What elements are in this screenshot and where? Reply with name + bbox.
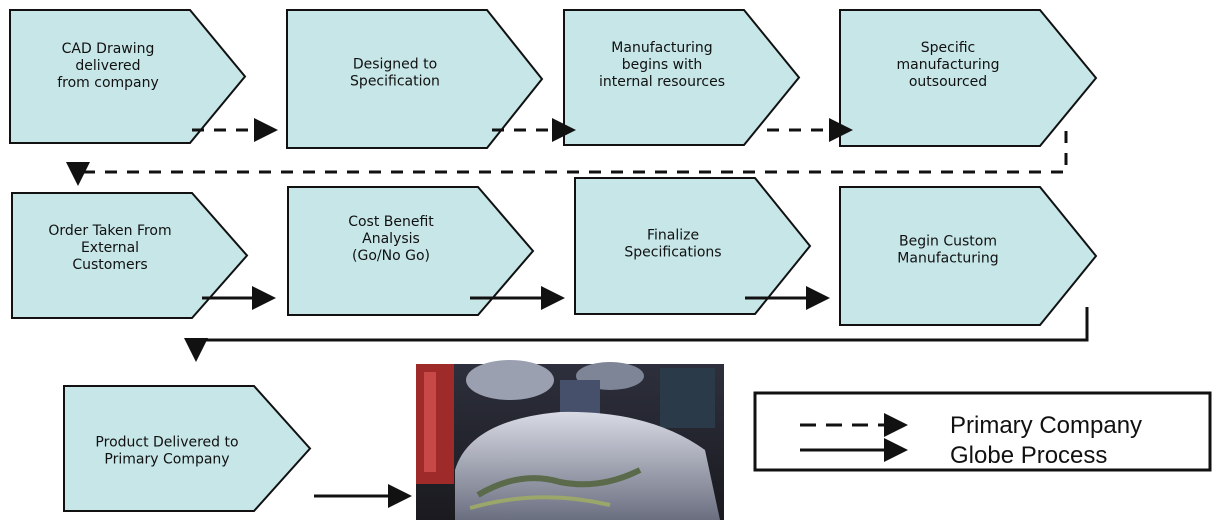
step-label-mfg-internal: begins with (622, 57, 703, 73)
step-label-cost-benefit: Cost Benefit (348, 214, 434, 230)
step-shape-order (11, 192, 249, 319)
step-label-custom-mfg: Begin Custom (899, 234, 997, 250)
step-label-cad: CAD Drawing (62, 41, 155, 57)
step-label-delivered: Primary Company (104, 452, 229, 468)
step-label-cost-benefit: Analysis (362, 231, 420, 247)
step-label-cad: from company (57, 75, 159, 91)
step-label-finalize: Specifications (624, 245, 721, 261)
solid-return-connector (184, 307, 1089, 362)
step-label-delivered: Product Delivered to (95, 435, 238, 451)
step-shape-cost-benefit (287, 186, 535, 316)
step-shape-cad (9, 9, 247, 144)
step-shape-finalize (574, 177, 812, 315)
step-label-mfg-internal: internal resources (599, 74, 725, 90)
legend-box (753, 391, 1212, 472)
legend: Primary Company Globe Process (753, 391, 1212, 472)
step-label-cad: delivered (75, 58, 140, 74)
step-label-custom-mfg: Manufacturing (897, 251, 998, 267)
step-label-order: Customers (72, 257, 147, 273)
step-label-mfg-internal: Manufacturing (611, 40, 712, 56)
step-label-outsourced: manufacturing (897, 57, 1000, 73)
step-label-order: External (81, 240, 139, 256)
step-label-order: Order Taken From (48, 223, 171, 239)
step-shape-designed (286, 9, 544, 149)
product-photo (416, 360, 724, 520)
step-label-outsourced: outsourced (909, 74, 987, 90)
step-label-cost-benefit: (Go/No Go) (352, 248, 430, 264)
step-shape-custom-mfg (839, 186, 1098, 326)
step-label-designed: Designed to (353, 57, 437, 73)
legend-primary-label: Primary Company (950, 412, 1142, 439)
step-shape-delivered (63, 385, 312, 512)
step-label-finalize: Finalize (647, 228, 699, 244)
dashed-return-connector (66, 131, 1068, 186)
step-label-designed: Specification (350, 74, 440, 90)
legend-globe-label: Globe Process (950, 442, 1107, 469)
step-label-outsourced: Specific (921, 40, 976, 56)
